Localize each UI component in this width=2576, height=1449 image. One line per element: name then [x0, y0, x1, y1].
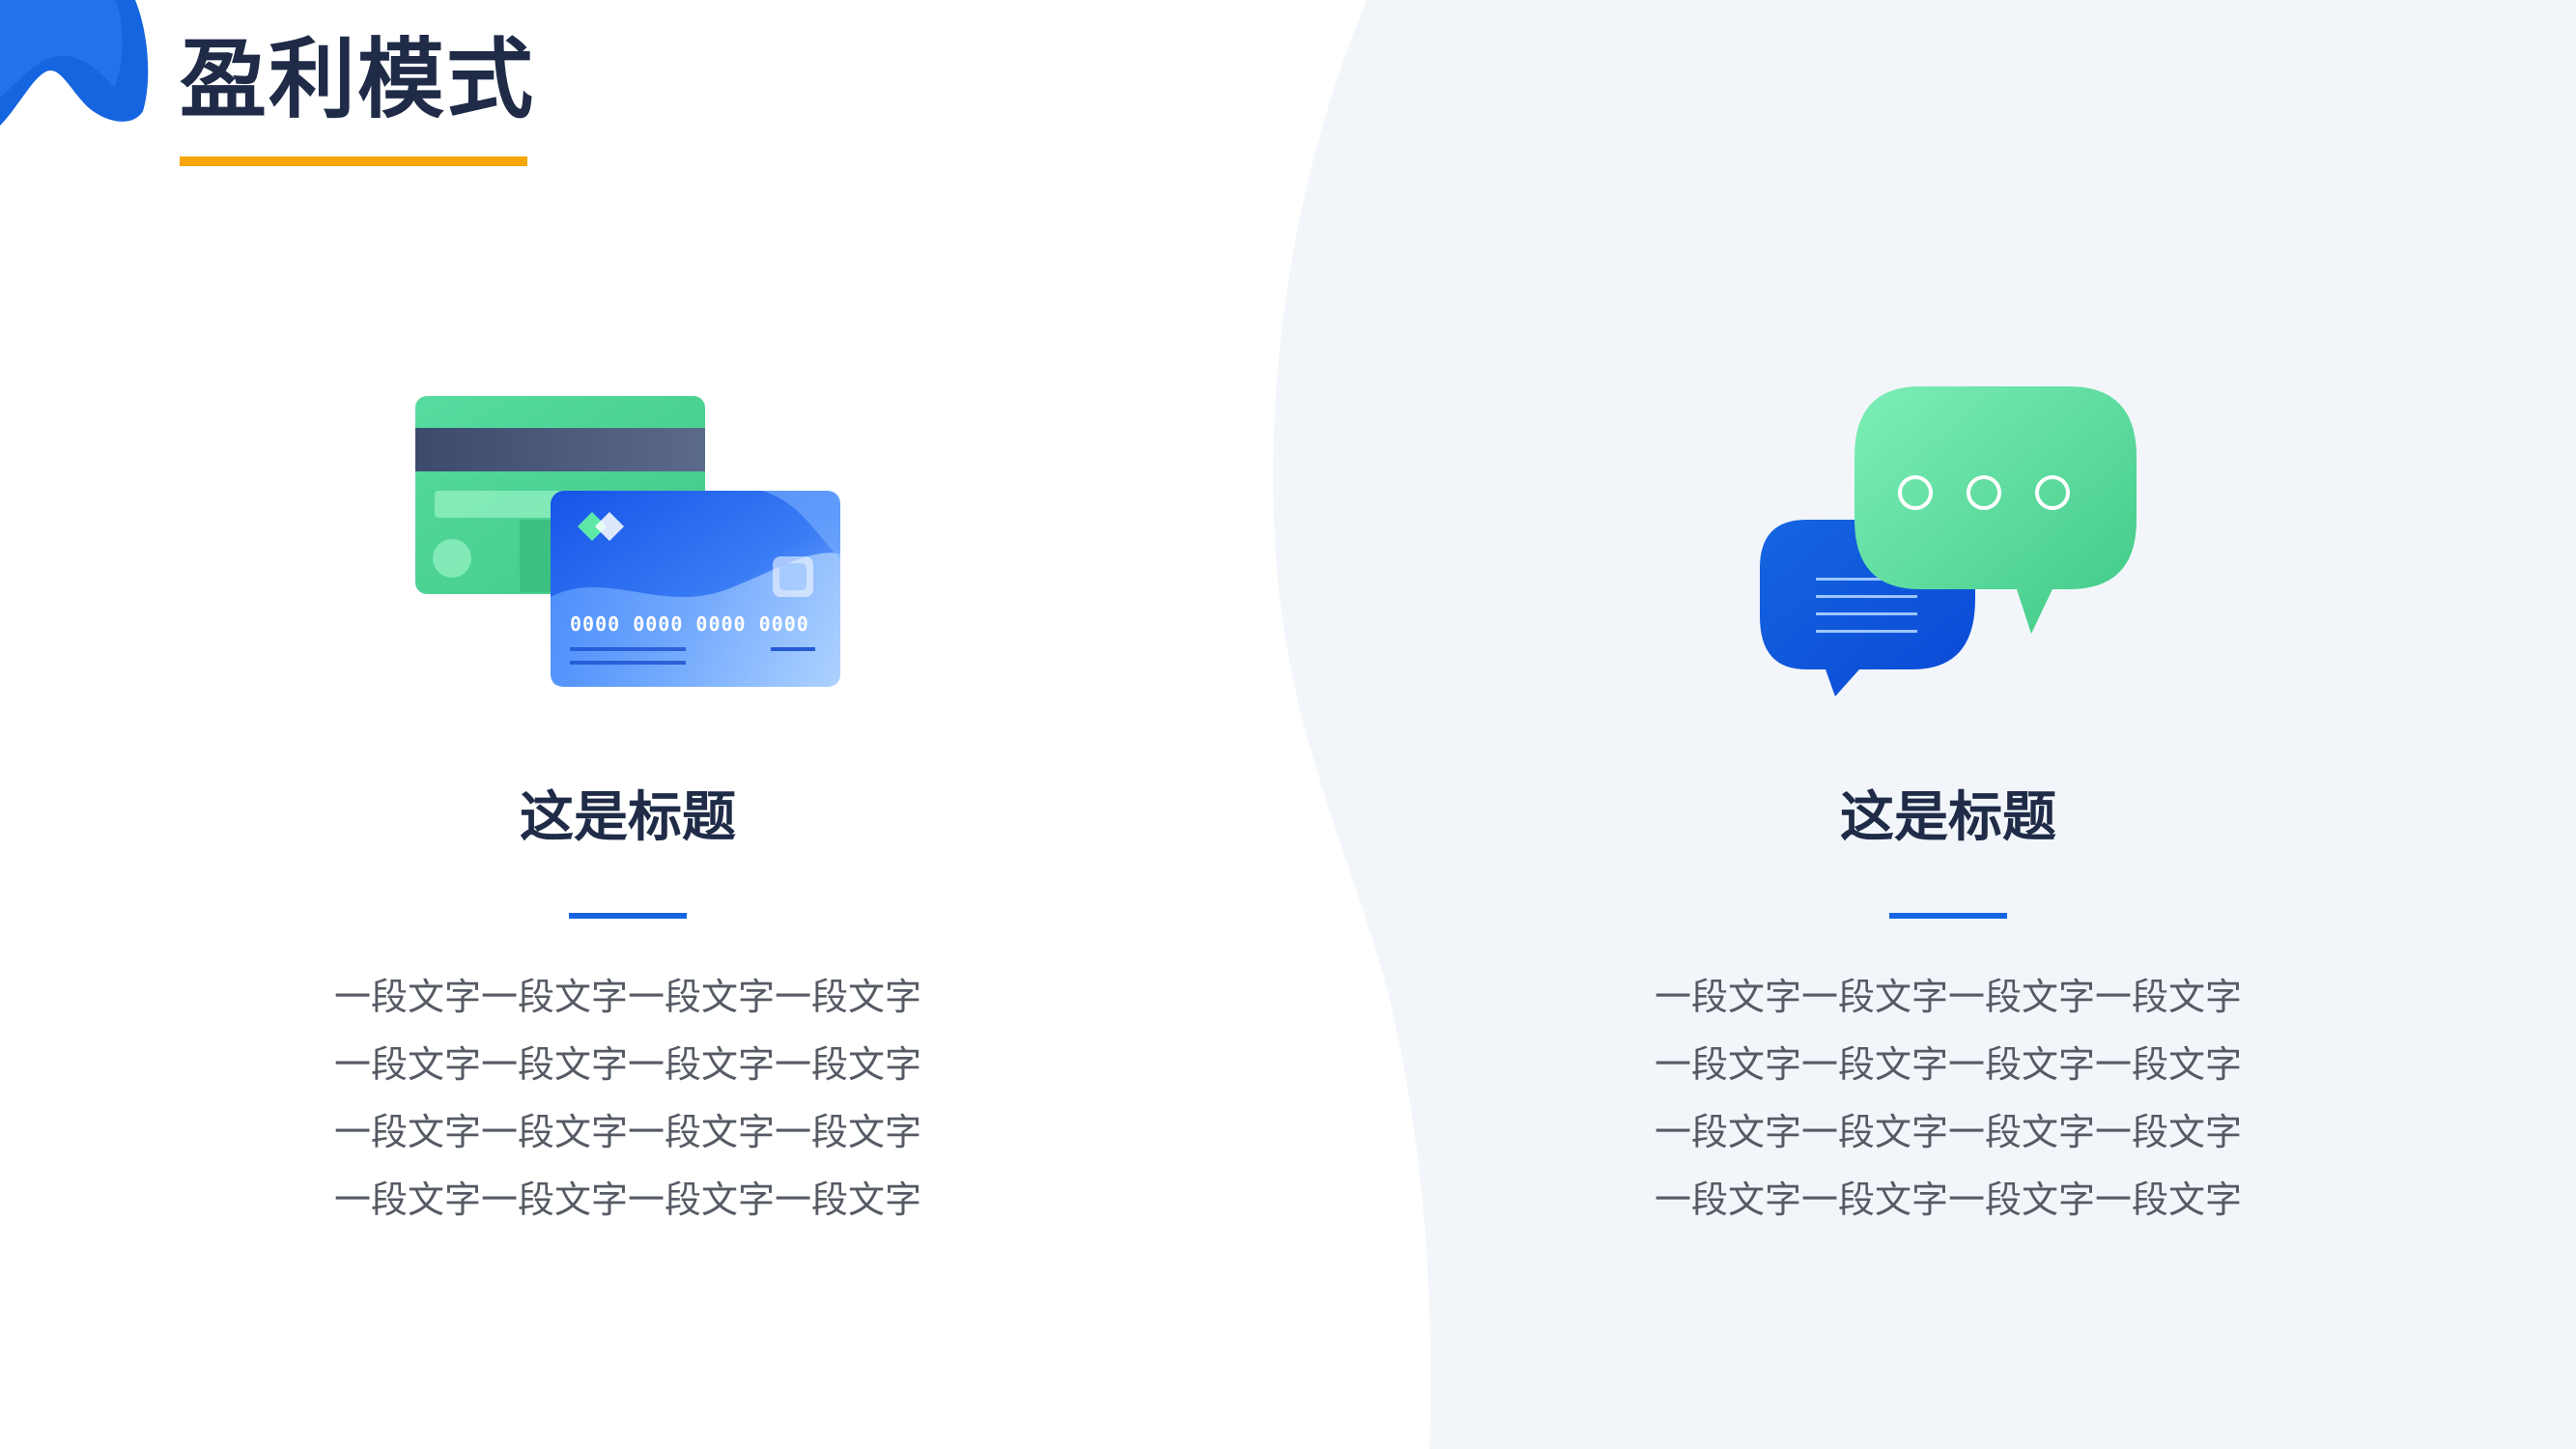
- section-body: 一段文字一段文字一段文字一段文字 一段文字一段文字一段文字一段文字 一段文字一段…: [1610, 963, 2286, 1234]
- body-line: 一段文字一段文字一段文字一段文字: [1654, 1043, 2242, 1086]
- body-line: 一段文字一段文字一段文字一段文字: [333, 976, 921, 1018]
- body-line: 一段文字一段文字一段文字一段文字: [1654, 976, 2242, 1018]
- body-line: 一段文字一段文字一段文字一段文字: [1654, 1111, 2242, 1153]
- section-heading: 这是标题: [520, 786, 736, 849]
- section-body: 一段文字一段文字一段文字一段文字 一段文字一段文字一段文字一段文字 一段文字一段…: [290, 963, 966, 1234]
- body-line: 一段文字一段文字一段文字一段文字: [1654, 1179, 2242, 1221]
- corner-logo-icon: [0, 0, 149, 126]
- section-divider: [1889, 913, 2007, 919]
- chat-bubbles-icon: [1760, 386, 2137, 696]
- title-underline: [180, 156, 527, 166]
- body-line: 一段文字一段文字一段文字一段文字: [333, 1111, 921, 1153]
- section-divider: [569, 913, 687, 919]
- section-heading: 这是标题: [1840, 786, 2056, 849]
- card-number-text: 0000 0000 0000 0000: [570, 612, 809, 636]
- credit-card-icon: 0000 0000 0000 0000: [415, 396, 840, 687]
- page-title: 盈利模式: [180, 29, 535, 130]
- body-line: 一段文字一段文字一段文字一段文字: [333, 1043, 921, 1086]
- body-line: 一段文字一段文字一段文字一段文字: [333, 1179, 921, 1221]
